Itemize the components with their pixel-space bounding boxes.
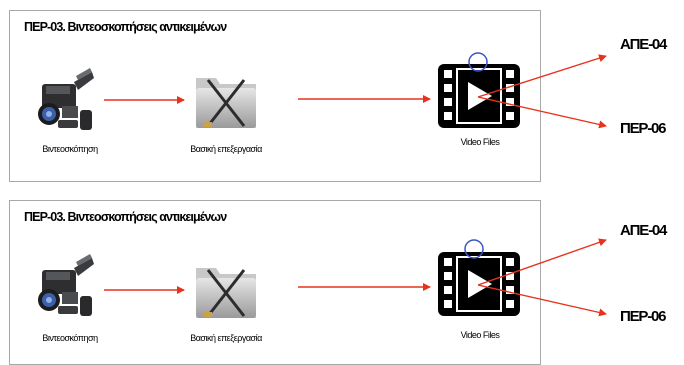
- node-label-camera: Βιντεοσκόπηση: [42, 144, 98, 154]
- node-label-camera: Βιντεοσκόπηση: [42, 333, 98, 343]
- panel-title: ΠΕΡ-03. Βιντεοσκοπήσεις αντικειμένων: [24, 210, 227, 224]
- target-label-per06: ΠΕΡ-06: [620, 308, 667, 325]
- film-strip-icon: [438, 252, 520, 316]
- editing-folder-icon: [196, 78, 256, 128]
- target-label-ape04: ΑΠΕ-04: [620, 222, 667, 239]
- node-label-files: Video Files: [460, 330, 500, 340]
- node-label-editing: Βασική επεξεργασία: [190, 333, 262, 343]
- highlight-marker: [468, 52, 488, 72]
- highlight-marker: [464, 239, 484, 259]
- video-camera-icon: [38, 68, 94, 130]
- video-camera-icon: [38, 254, 94, 316]
- target-label-ape04: ΑΠΕ-04: [620, 36, 667, 53]
- panel-title: ΠΕΡ-03. Βιντεοσκοπήσεις αντικειμένων: [24, 20, 227, 34]
- target-label-per06: ΠΕΡ-06: [620, 120, 667, 137]
- arrow-files-to-ape04: [477, 238, 607, 286]
- node-label-files: Video Files: [460, 137, 500, 147]
- node-label-editing: Βασική επεξεργασία: [190, 144, 262, 154]
- arrow-files-to-per06: [477, 284, 607, 317]
- editing-folder-icon: [196, 268, 256, 318]
- arrow-files-to-ape04: [477, 54, 607, 98]
- arrow-files-to-per06: [477, 96, 607, 129]
